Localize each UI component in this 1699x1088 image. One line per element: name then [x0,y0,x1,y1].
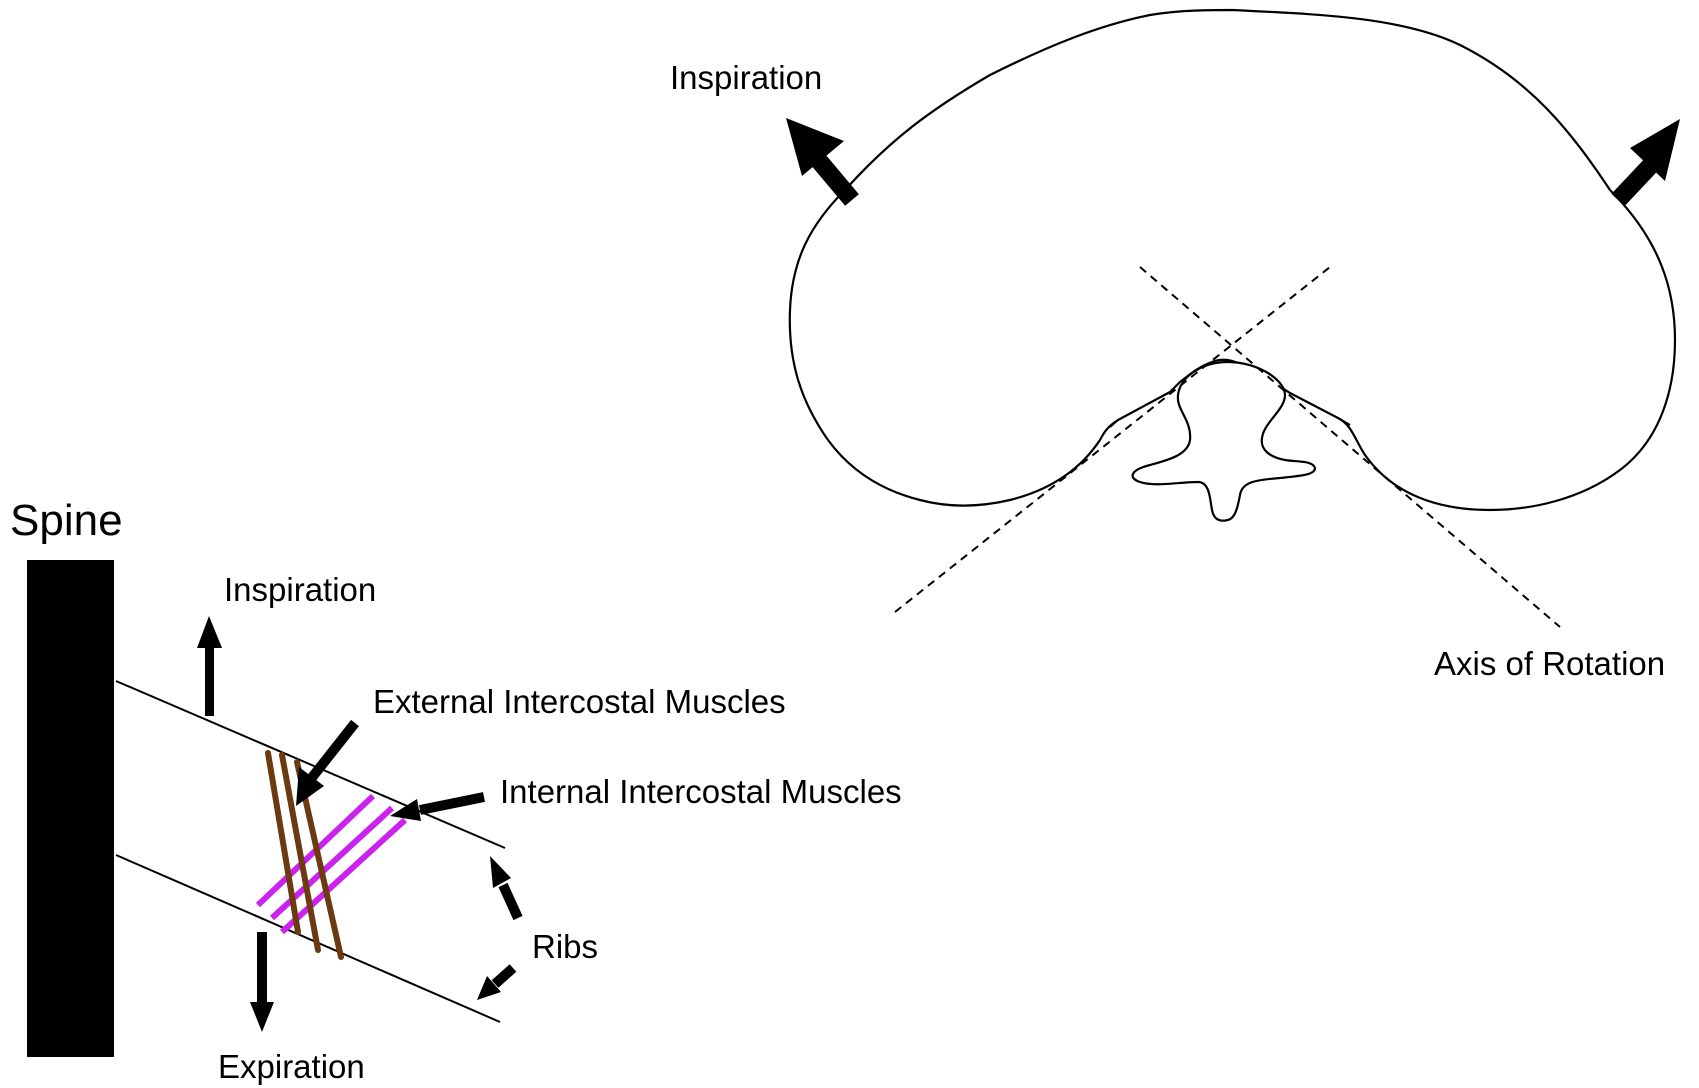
axis-of-rotation-label: Axis of Rotation [1434,645,1665,682]
axis-line-left [895,267,1330,612]
external-muscle-pointer-arrow [296,723,355,806]
spine-label: Spine [10,496,123,545]
external-intercostal-label: External Intercostal Muscles [373,683,786,720]
inspiration-left-label: Inspiration [224,571,376,608]
ribs-upper-pointer-arrow [490,856,518,918]
ribs-label: Ribs [532,928,598,965]
rib-cage-side-view: Spine Inspiration Expiration [10,496,902,1085]
inspiration-arrow-left-thorax [786,118,852,200]
spine-block [27,560,114,1057]
thorax-inner-edge-right [1338,418,1350,425]
thorax-inner-edge-left [1110,420,1118,427]
thorax-cross-section: Inspiration Axis of Rotation [670,10,1680,682]
vertebra [1133,362,1315,521]
inspiration-right-label: Inspiration [670,59,822,96]
ribs-lower-pointer-arrow [477,968,513,1000]
internal-muscle-fiber [282,820,405,932]
expiration-down-arrow [250,932,274,1032]
internal-muscle-pointer-arrow [390,797,484,821]
inspiration-up-arrow [197,616,222,716]
internal-intercostal-label: Internal Intercostal Muscles [500,773,902,810]
inspiration-arrow-right-thorax [1618,119,1680,200]
expiration-label: Expiration [218,1048,365,1085]
